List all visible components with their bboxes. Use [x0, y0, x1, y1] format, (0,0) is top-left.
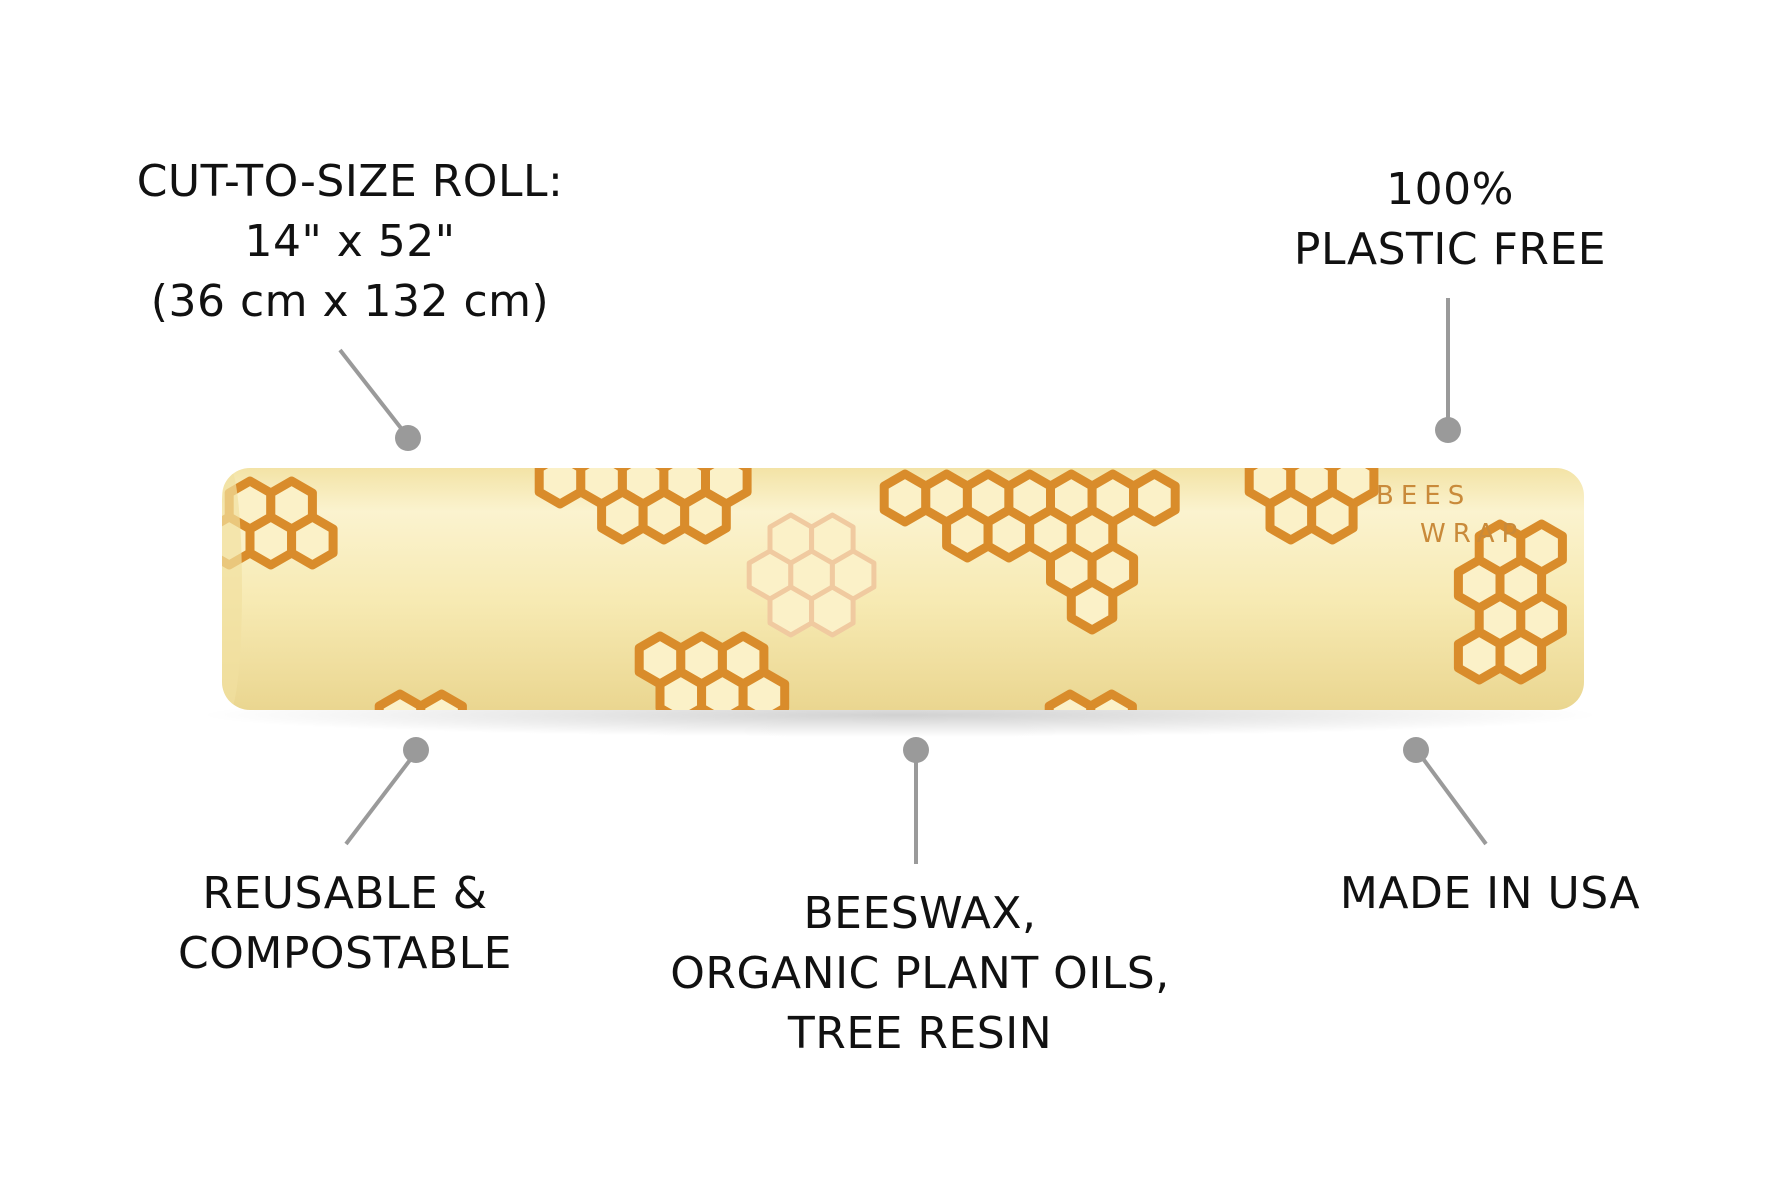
pointer-origin [1403, 737, 1488, 846]
pointer-plastic [1435, 298, 1461, 443]
brand-logo-wrap: WRAP [1420, 519, 1524, 549]
callout-reusable-line1: REUSABLE & [202, 868, 488, 919]
honeycomb-cell [1265, 487, 1317, 545]
honeycomb-cell [1129, 469, 1180, 527]
callout-ingredients-line1: BEESWAX, [803, 888, 1037, 939]
pointer-size [338, 348, 421, 451]
honeycomb-cell [1453, 627, 1505, 685]
callout-ingredients-line2: ORGANIC PLANT OILS, [670, 948, 1170, 999]
honeycomb-cell [767, 512, 815, 566]
honeycomb-cell [680, 487, 731, 545]
callout-reusable: REUSABLE & COMPOSTABLE [120, 864, 570, 984]
pointer-ingredients [903, 737, 929, 864]
callout-ingredients: BEESWAX, ORGANIC PLANT OILS, TREE RESIN [600, 884, 1240, 1064]
honeycomb-cell [534, 468, 586, 509]
callout-origin-line1: MADE IN USA [1339, 868, 1641, 919]
brand-logo-bees: BEES [1376, 481, 1471, 511]
honeycomb-cell [1307, 487, 1358, 545]
callout-size-line3: (36 cm x 132 cm) [150, 276, 550, 327]
honeycomb-cell [879, 469, 931, 527]
honeycomb-cell [638, 487, 690, 545]
callout-plastic-line2: PLASTIC FREE [1293, 224, 1607, 275]
honeycomb-cell [1066, 577, 1118, 635]
honeycomb-cell [287, 512, 338, 570]
roll-body [222, 468, 1584, 710]
callout-reusable-line2: COMPOSTABLE [178, 928, 512, 979]
beeswax-roll: BEES WRAP [222, 468, 1584, 710]
callout-size: CUT-TO-SIZE ROLL: 14" x 52" (36 cm x 132… [60, 152, 640, 332]
honeycomb-cell [597, 487, 648, 545]
callout-size-line2: 14" x 52" [244, 216, 456, 267]
honeycomb-pattern [222, 468, 1567, 710]
roll-left-end [222, 469, 242, 709]
callout-plastic-line1: 100% [1386, 164, 1514, 215]
honeycomb-cell [416, 689, 467, 710]
honeycomb-cell [767, 584, 815, 638]
callout-ingredients-line3: TREE RESIN [787, 1008, 1053, 1059]
honeycomb-cell [1086, 689, 1137, 710]
honeycomb-cell [942, 505, 993, 563]
honeycomb-cell [245, 512, 297, 570]
pointer-reusable [344, 737, 429, 846]
honeycomb-cell [738, 667, 790, 710]
callout-origin: MADE IN USA [1280, 864, 1700, 924]
honeycomb-cell [829, 548, 877, 602]
honeycomb-cell [1495, 627, 1547, 685]
callout-plastic-free: 100% PLASTIC FREE [1240, 160, 1660, 280]
honeycomb-cell [983, 505, 1035, 563]
honeycomb-cell [1516, 519, 1567, 577]
callout-size-line1: CUT-TO-SIZE ROLL: [136, 156, 564, 207]
pointers [338, 298, 1488, 864]
